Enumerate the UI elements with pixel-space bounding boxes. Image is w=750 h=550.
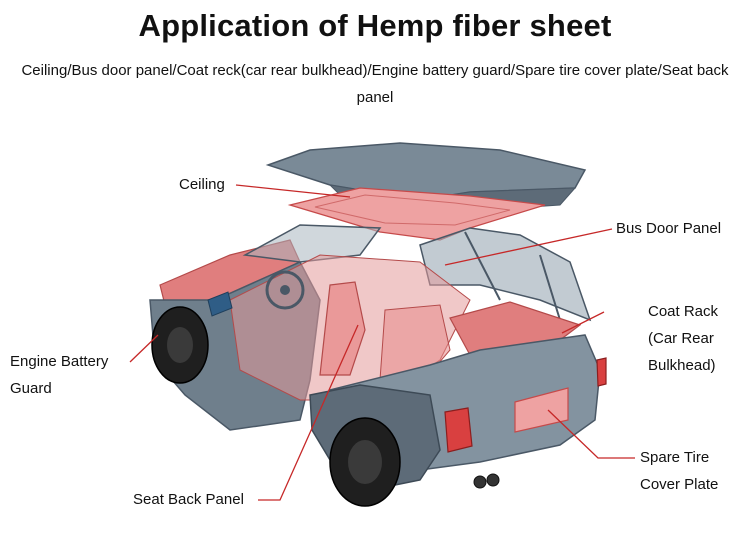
ceiling-liner — [287, 187, 546, 241]
label-spare-line2: Cover Plate — [640, 476, 719, 493]
label-engine-line2: Guard — [10, 380, 52, 397]
leader-bus-door — [444, 228, 613, 266]
page-title: Application of Hemp fiber sheet — [138, 8, 612, 43]
leader-seat-back — [258, 324, 359, 501]
leader-coat-rack — [561, 311, 605, 334]
label-coat-rack-line3: Bulkhead) — [648, 357, 716, 374]
tail-light-right — [596, 357, 607, 387]
front-seat — [319, 281, 366, 376]
leader-engine — [129, 334, 159, 363]
label-coat-rack-line2: (Car Rear — [648, 330, 714, 347]
label-bus-door-panel: Bus Door Panel — [616, 220, 722, 237]
tail-light-left — [444, 407, 473, 453]
spare-tire-cover-plate — [514, 387, 569, 433]
leader-ceiling — [235, 184, 351, 198]
page-subtitle: Ceiling/Bus door panel/Coat reck(car rea… — [21, 62, 729, 106]
label-spare-line1: Spare Tire — [640, 449, 710, 466]
label-ceiling: Ceiling — [179, 176, 225, 193]
exhaust-pipe — [473, 475, 487, 489]
leader-spare — [547, 409, 635, 459]
label-coat-rack-line1: Coat Rack — [648, 303, 719, 320]
windshield-frame — [242, 224, 382, 263]
steering-wheel — [265, 270, 305, 310]
label-engine-line1: Engine Battery — [10, 353, 109, 370]
engine-battery-guard — [207, 291, 233, 317]
label-seat-back-panel: Seat Back Panel — [133, 491, 244, 508]
